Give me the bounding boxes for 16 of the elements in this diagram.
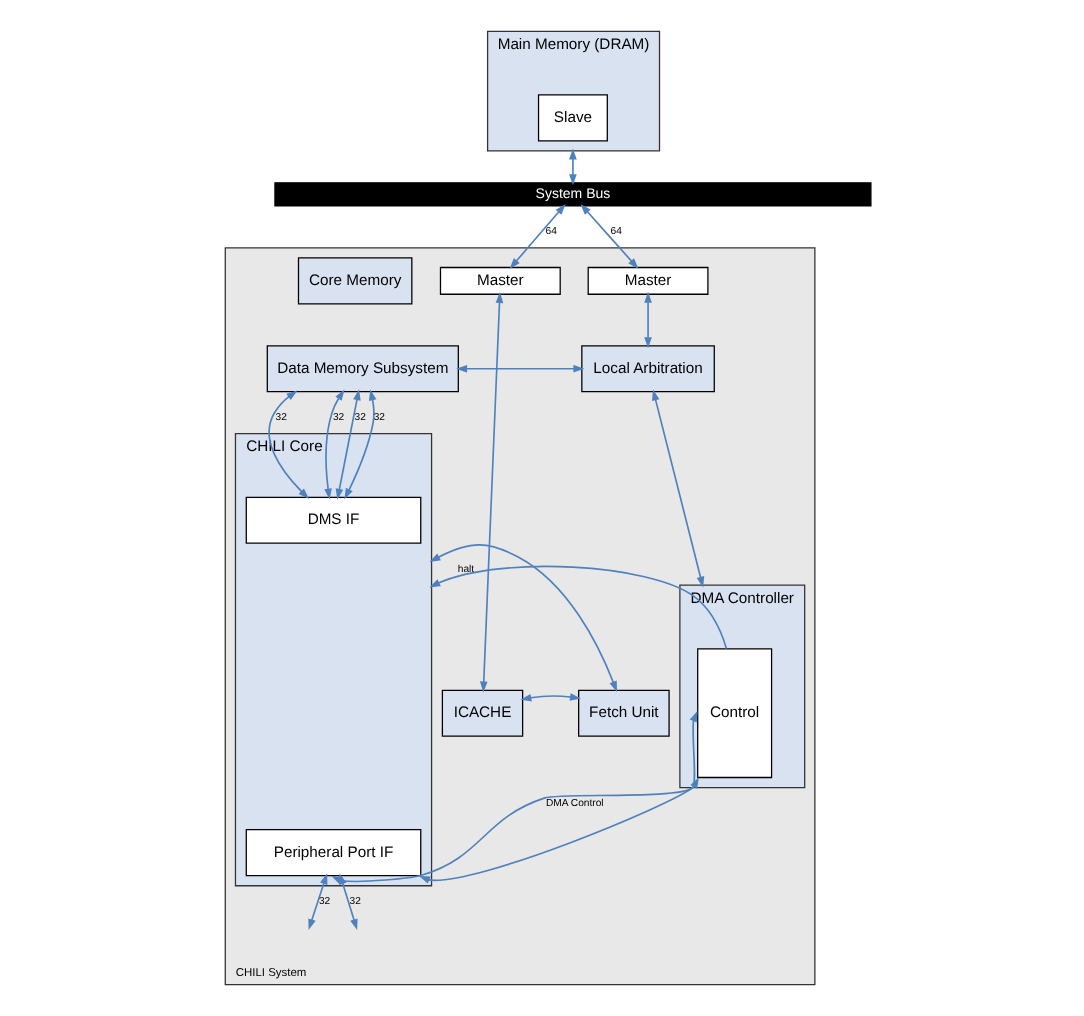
arrow	[418, 777, 698, 884]
arrow	[343, 389, 376, 500]
arrow	[428, 544, 617, 693]
arrow	[267, 390, 309, 499]
arrow	[455, 364, 584, 373]
arrow	[323, 389, 344, 500]
arrow	[307, 873, 327, 931]
arrow	[650, 389, 704, 588]
arrow	[643, 291, 651, 349]
arrow	[478, 292, 503, 693]
arrow	[334, 389, 360, 500]
arrow	[508, 203, 565, 269]
arrow	[428, 565, 727, 650]
arrow	[568, 148, 576, 186]
arrow	[579, 204, 638, 269]
arrow	[519, 693, 580, 702]
